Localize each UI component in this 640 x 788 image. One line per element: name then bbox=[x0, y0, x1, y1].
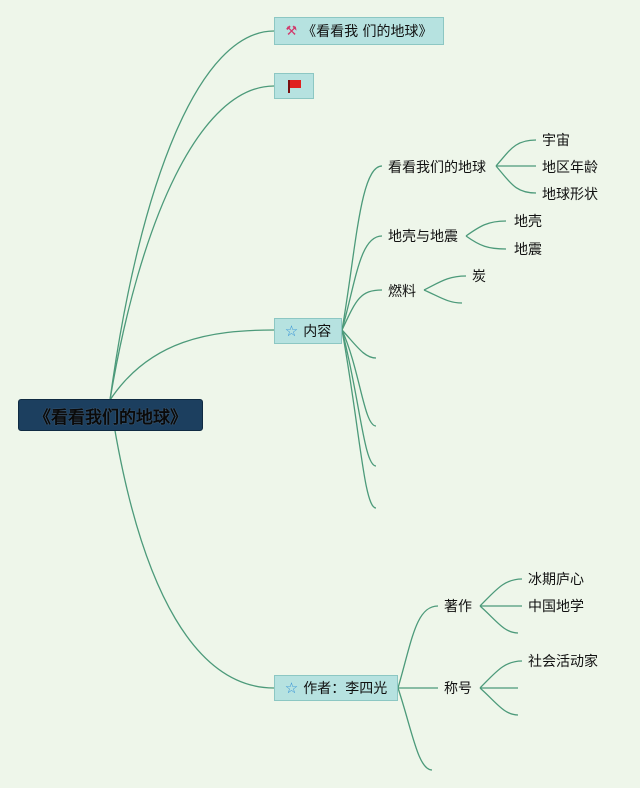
flag-node[interactable] bbox=[274, 73, 314, 99]
topic-works-label: 著作 bbox=[444, 599, 472, 615]
topic-quake[interactable]: 地震 bbox=[514, 239, 542, 259]
link-title-activist bbox=[479, 660, 523, 689]
link-fuel-coal bbox=[423, 275, 467, 291]
link-content-empty-4 bbox=[341, 329, 377, 509]
link-author-empty bbox=[397, 687, 433, 771]
link-root-title bbox=[109, 30, 275, 401]
topic-earth-label: 看看我们的地球 bbox=[388, 160, 486, 176]
title-node[interactable]: ⚒ 《看看我 们的地球》 bbox=[274, 17, 444, 45]
link-content-fuel bbox=[341, 289, 383, 331]
link-root-flag bbox=[109, 85, 275, 401]
topic-fuel[interactable]: 燃料 bbox=[388, 281, 416, 301]
topic-china-geo[interactable]: 中国地学 bbox=[528, 596, 584, 616]
topic-ice-age-label: 冰期庐心 bbox=[528, 572, 584, 588]
topic-universe-label: 宇宙 bbox=[542, 133, 570, 149]
topic-quake-label: 地震 bbox=[514, 242, 542, 258]
topic-earth-shape-label: 地球形状 bbox=[542, 187, 598, 203]
root-node[interactable]: 《看看我们的地球》 bbox=[18, 399, 203, 431]
topic-coal-label: 炭 bbox=[472, 269, 486, 285]
topic-honor-label: 称号 bbox=[444, 681, 472, 697]
link-works-ice bbox=[479, 578, 523, 607]
topic-earth-shape[interactable]: 地球形状 bbox=[542, 184, 598, 204]
link-earth-shape bbox=[495, 165, 537, 194]
root-label: 《看看我们的地球》 bbox=[34, 407, 187, 428]
topic-crust[interactable]: 地壳 bbox=[514, 211, 542, 231]
link-root-content bbox=[109, 329, 275, 401]
topic-crust-quake[interactable]: 地壳与地震 bbox=[388, 226, 458, 246]
topic-crust-quake-label: 地壳与地震 bbox=[388, 229, 458, 245]
link-earth-universe bbox=[495, 139, 537, 167]
title-node-label: 《看看我 们的地球》 bbox=[302, 24, 433, 40]
author-node[interactable]: ☆ 作者：李四光 bbox=[274, 675, 398, 701]
link-title-empty-2 bbox=[479, 687, 519, 716]
topic-crust-label: 地壳 bbox=[514, 214, 542, 230]
link-content-crust bbox=[341, 235, 383, 331]
link-fuel-empty bbox=[423, 289, 463, 304]
link-works-empty bbox=[479, 605, 519, 634]
red-flag-icon bbox=[287, 80, 301, 93]
topic-china-geo-label: 中国地学 bbox=[528, 599, 584, 615]
star-icon: ☆ bbox=[284, 678, 299, 697]
content-node[interactable]: ☆ 内容 bbox=[274, 318, 342, 344]
topic-universe[interactable]: 宇宙 bbox=[542, 130, 570, 150]
content-node-label: 内容 bbox=[303, 324, 332, 340]
topic-honor[interactable]: 称号 bbox=[444, 678, 472, 698]
topic-works[interactable]: 著作 bbox=[444, 596, 472, 616]
link-root-author bbox=[109, 399, 275, 689]
magic-wand-icon: ⚒ bbox=[285, 23, 298, 39]
topic-region-age[interactable]: 地区年龄 bbox=[542, 157, 598, 177]
topic-region-age-label: 地区年龄 bbox=[542, 160, 598, 176]
link-crust-crust bbox=[465, 220, 507, 237]
topic-activist-label: 社会活动家 bbox=[528, 654, 598, 670]
link-content-earth bbox=[341, 165, 383, 331]
topic-earth[interactable]: 看看我们的地球 bbox=[388, 157, 486, 177]
link-content-empty-1 bbox=[341, 329, 377, 359]
topic-coal[interactable]: 炭 bbox=[472, 266, 486, 286]
author-node-label: 作者：李四光 bbox=[303, 681, 388, 697]
link-author-works bbox=[397, 605, 439, 689]
link-crust-quake bbox=[465, 235, 507, 250]
star-icon: ☆ bbox=[284, 321, 299, 340]
topic-fuel-label: 燃料 bbox=[388, 284, 416, 300]
topic-activist[interactable]: 社会活动家 bbox=[528, 651, 598, 671]
topic-ice-age[interactable]: 冰期庐心 bbox=[528, 569, 584, 589]
link-content-empty-2 bbox=[341, 329, 377, 427]
link-content-empty-3 bbox=[341, 329, 377, 467]
